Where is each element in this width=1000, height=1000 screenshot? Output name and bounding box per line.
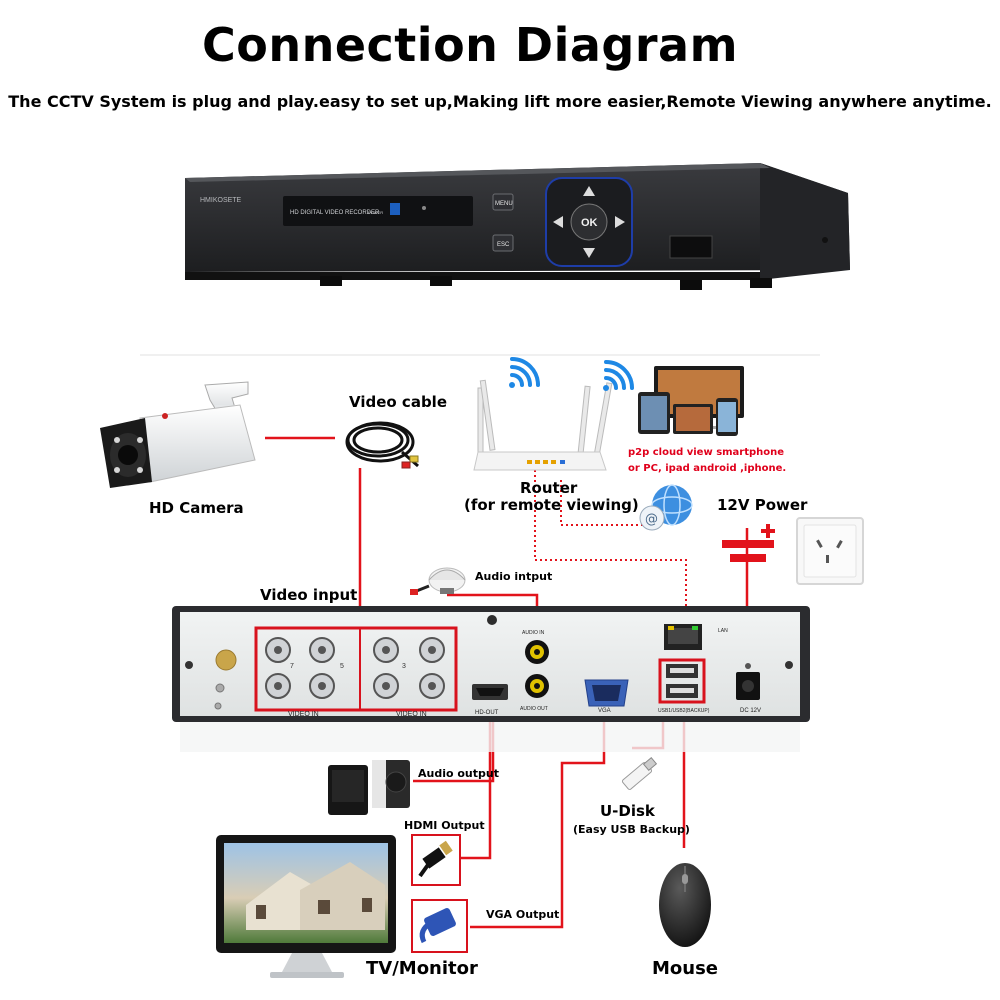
label-router-sub: (for remote viewing) bbox=[464, 496, 639, 514]
dvr-brand-text: HMIKOSETE bbox=[200, 197, 242, 204]
label-audio-in: AUDIO IN bbox=[522, 630, 545, 636]
label-vga-port: VGA bbox=[598, 708, 611, 714]
monitor-icon bbox=[216, 835, 396, 978]
label-video-input: Video input bbox=[260, 586, 358, 604]
audio-ports bbox=[525, 640, 549, 698]
label-12v-power: 12V Power bbox=[717, 496, 808, 514]
dvr-front-unit bbox=[185, 163, 850, 290]
dc-port bbox=[736, 663, 760, 700]
cable-icon bbox=[345, 421, 419, 469]
svg-text:@: @ bbox=[645, 512, 658, 527]
dvr-ok-label: OK bbox=[581, 217, 598, 229]
label-audio-input: Audio intput bbox=[475, 570, 553, 583]
dvr-model-text: HD DIGITAL VIDEO RECORDER bbox=[290, 210, 380, 216]
mouse-icon bbox=[659, 863, 711, 947]
globe-icon: @ bbox=[639, 484, 693, 531]
page-title: Connection Diagram bbox=[201, 18, 739, 72]
label-udisk-sub: (Easy USB Backup) bbox=[573, 823, 690, 836]
label-router: Router bbox=[520, 479, 578, 497]
p2p-text-line2: or PC, ipad android ,iphone. bbox=[628, 463, 786, 474]
label-usb: USB1/USB2(BACKUP) bbox=[658, 708, 710, 714]
label-udisk: U-Disk bbox=[600, 802, 655, 820]
bnc-ports bbox=[265, 637, 445, 699]
port-num-7: 7 bbox=[290, 663, 294, 670]
label-video-in-1: VIDEO IN bbox=[288, 711, 319, 718]
lan-usb-ports bbox=[658, 624, 706, 704]
label-audio-out: AUDIO OUT bbox=[520, 706, 548, 712]
router-icon bbox=[473, 379, 613, 471]
label-video-cable: Video cable bbox=[349, 393, 447, 411]
power-symbol-icon bbox=[722, 524, 775, 562]
power-outlet-icon bbox=[796, 517, 864, 585]
hdmi-port bbox=[472, 684, 508, 700]
network-dotted-lines bbox=[534, 465, 687, 630]
dvr-power-text: POWER bbox=[368, 210, 383, 215]
label-hd-camera: HD Camera bbox=[149, 499, 244, 517]
usb-disk-icon bbox=[621, 757, 658, 790]
camera-icon bbox=[100, 381, 256, 488]
dvr-menu-label: MENU bbox=[495, 201, 513, 207]
microphone-icon bbox=[410, 567, 466, 595]
label-audio-output: Audio output bbox=[418, 767, 499, 780]
port-num-5: 5 bbox=[340, 663, 344, 670]
page-subtitle: The CCTV System is plug and play.easy to… bbox=[8, 92, 992, 111]
label-vga-output: VGA Output bbox=[486, 908, 560, 921]
dvr-esc-label: ESC bbox=[497, 242, 510, 248]
p2p-text-line1: p2p cloud view smartphone bbox=[628, 447, 784, 458]
port-num-3: 3 bbox=[402, 663, 406, 670]
label-mouse: Mouse bbox=[652, 958, 719, 979]
label-tv-monitor: TV/Monitor bbox=[366, 958, 478, 979]
vga-plug-icon bbox=[411, 899, 468, 953]
label-hd-out: HD-OUT bbox=[475, 710, 499, 716]
label-dc: DC 12V bbox=[740, 708, 761, 714]
label-video-in-2: VIDEO IN bbox=[396, 711, 427, 718]
wifi-icon bbox=[509, 357, 634, 391]
devices-icon bbox=[638, 366, 744, 436]
vga-port bbox=[584, 679, 629, 707]
label-lan: LAN bbox=[718, 628, 728, 634]
speaker-icon bbox=[328, 760, 410, 815]
label-hdmi-output: HDMI Output bbox=[404, 819, 485, 832]
hdmi-plug-icon bbox=[411, 834, 461, 886]
